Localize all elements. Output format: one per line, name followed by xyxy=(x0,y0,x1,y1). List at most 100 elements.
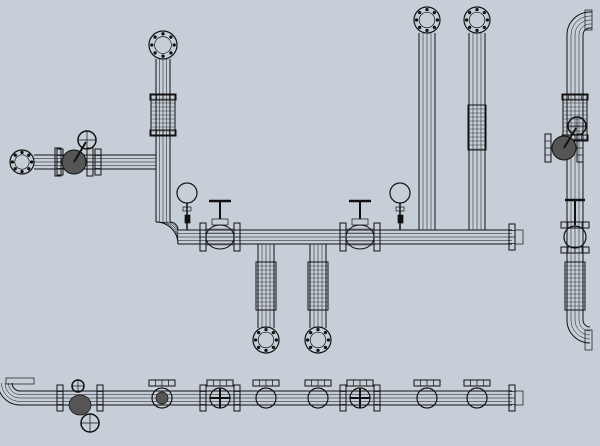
flange xyxy=(5,377,35,385)
bolt xyxy=(271,330,276,335)
flange-end xyxy=(413,6,441,34)
fitting-circle xyxy=(466,387,488,409)
bolt xyxy=(482,25,487,30)
bolt xyxy=(414,18,419,22)
flange-bore xyxy=(14,154,30,170)
bolt xyxy=(464,18,469,22)
bolt xyxy=(316,327,320,332)
bolt xyxy=(326,338,331,342)
bolt xyxy=(271,345,276,350)
bolt xyxy=(316,348,320,353)
bolt xyxy=(432,25,437,30)
elbow xyxy=(0,390,21,406)
bolt xyxy=(20,169,24,174)
flange-end xyxy=(252,326,280,354)
globe-valve-body xyxy=(68,394,92,416)
bolt xyxy=(169,35,173,39)
bolt xyxy=(153,51,157,55)
bolt xyxy=(161,54,165,58)
bolt xyxy=(172,43,176,47)
elbow xyxy=(1,382,21,402)
bolt xyxy=(10,160,15,164)
bolt xyxy=(169,51,173,55)
bolt xyxy=(161,32,165,36)
bolt xyxy=(435,18,440,22)
elbow xyxy=(566,11,591,36)
flange-end xyxy=(463,6,491,34)
valve-body xyxy=(563,225,587,249)
elbow xyxy=(566,319,591,344)
bolt xyxy=(425,7,429,12)
expansion-joint xyxy=(467,104,487,151)
bolt xyxy=(482,10,487,15)
bolt xyxy=(305,338,310,342)
bolt xyxy=(308,330,313,335)
elbow xyxy=(570,15,591,36)
bolt xyxy=(256,330,261,335)
elbow xyxy=(582,319,591,328)
front-view xyxy=(0,377,524,433)
gauge-cock xyxy=(182,206,192,212)
bolt xyxy=(13,167,17,171)
bolt xyxy=(308,345,313,350)
bolt xyxy=(13,153,17,157)
elbow xyxy=(574,319,591,336)
top-view xyxy=(9,6,524,354)
bolt xyxy=(323,345,328,350)
bolt xyxy=(417,10,422,15)
gauge-siphon xyxy=(184,214,191,224)
flange-bore xyxy=(154,36,172,54)
bolt xyxy=(274,338,279,342)
bolt xyxy=(29,160,34,164)
elbow xyxy=(578,23,591,36)
bolt xyxy=(253,338,258,342)
fitting-circle xyxy=(416,387,438,409)
elbow xyxy=(166,221,179,234)
elbow xyxy=(169,221,179,231)
fitting-circle xyxy=(151,387,173,409)
gauge-cock xyxy=(395,206,405,212)
bolt xyxy=(20,150,24,155)
flange-bore xyxy=(468,11,486,29)
fitting-circle xyxy=(307,387,329,409)
pipe-cap xyxy=(514,229,524,245)
bolt xyxy=(467,10,472,15)
pipe-cap xyxy=(514,390,524,406)
bolt xyxy=(467,25,472,30)
elbow xyxy=(159,221,179,241)
bolt xyxy=(27,153,31,157)
flange xyxy=(584,9,593,31)
bolt xyxy=(475,28,479,33)
side-view xyxy=(544,9,593,351)
flange xyxy=(584,329,593,351)
bolt xyxy=(27,167,31,171)
elbow xyxy=(155,221,179,245)
elbow xyxy=(4,382,21,399)
elbow xyxy=(578,319,591,332)
flange-end xyxy=(304,326,332,354)
elbow xyxy=(570,319,591,340)
bolt xyxy=(475,7,479,12)
bolt xyxy=(153,35,157,39)
gauge-siphon xyxy=(397,214,404,224)
fitting-circle xyxy=(255,387,277,409)
bolt xyxy=(417,25,422,30)
bolt xyxy=(425,28,429,33)
bolt xyxy=(485,18,490,22)
flange-bore xyxy=(309,331,327,349)
valve-stem xyxy=(73,141,87,163)
bolt xyxy=(323,330,328,335)
valve-stem xyxy=(563,127,577,149)
bolt xyxy=(264,348,268,353)
bolt xyxy=(150,43,154,47)
strainer xyxy=(155,391,169,405)
bolt xyxy=(432,10,437,15)
bolt xyxy=(264,327,268,332)
flange-bore xyxy=(257,331,275,349)
elbow xyxy=(162,221,179,238)
bolt xyxy=(256,345,261,350)
flange-bore xyxy=(418,11,436,29)
elbow xyxy=(574,19,591,36)
